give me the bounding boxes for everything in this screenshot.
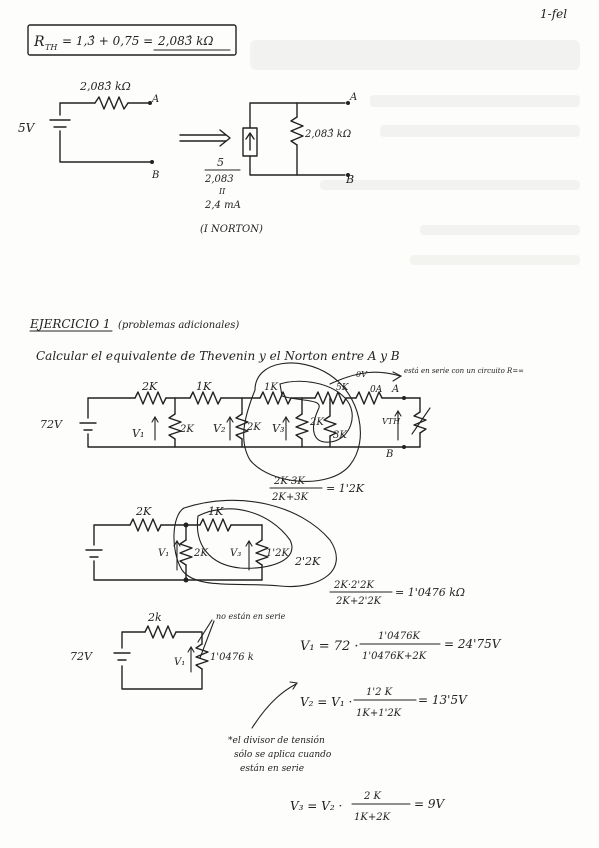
note-pointer: [251, 683, 297, 729]
c3-v1-label: V₁: [174, 657, 185, 668]
r2-label: 1K: [196, 380, 212, 393]
calc1-den: 2K+3K: [271, 492, 309, 503]
eq1-lhs: V₁ = 72 ·: [300, 639, 359, 654]
eq3-result: = 9V: [414, 797, 446, 811]
c2-r22-label: 2'2K: [294, 555, 321, 568]
r4-label: 2K: [246, 422, 261, 433]
thevenin-box-sub: TH: [45, 43, 58, 52]
c2-r4-label: 1'2K: [266, 548, 289, 559]
thevenin-box-expr: = 1,3̂ + 0,75 =: [62, 34, 153, 48]
equation-v1: V₁ = 72 · 1'0476K 1'0476K+2K = 24'75V: [300, 631, 502, 662]
eq1-num: 1'0476K: [378, 631, 421, 642]
thevenin-box-lhs: R: [33, 34, 45, 50]
equation-v2: V₂ = V₁ · 1'2 K 1K+1'2K = 13'5V: [300, 687, 468, 719]
norton-calc-result: 2,4 mA: [204, 200, 241, 211]
calc2-num: 2K·2'2K: [333, 580, 374, 591]
norton-calc-den: 2,083: [204, 174, 234, 185]
c2-v3-label: V₃: [230, 548, 241, 559]
r3-label: 1K: [264, 382, 278, 393]
r6-label: 3K: [333, 430, 347, 441]
r1-label: 2K: [141, 380, 158, 393]
calc1-result: = 1'2K: [326, 482, 365, 495]
norton-calc-eq: II: [218, 187, 226, 196]
note-pointer-head: [289, 681, 298, 690]
divider-note-line-1: *el divisor de tensión: [228, 735, 325, 746]
divider-note-line-3: están en serie: [240, 763, 304, 774]
v3-label: V₃: [272, 422, 284, 435]
thevenin-source-label: 5V: [18, 121, 36, 135]
parallel-calc-2: 2K·2'2K 2K+2'2K = 1'0476 kΩ: [329, 580, 465, 607]
norton-calc-label: (I NORTON): [200, 224, 263, 235]
divider-note-line-2: sólo se aplica cuando: [234, 749, 332, 760]
eq3-num: 2 K: [363, 791, 382, 802]
c3-source-label: 72V: [70, 650, 93, 663]
term-b-label: B: [385, 449, 393, 460]
not-series-note: no están en serie: [216, 612, 286, 621]
r-series-label: 5K: [336, 383, 350, 393]
c2-r1-label: 2K: [135, 505, 152, 518]
r5-label: 2K: [309, 417, 324, 428]
zero-volt-label: 0V: [356, 370, 368, 379]
eq2-lhs: V₂ = V₁ ·: [300, 695, 352, 709]
exercise-title: EJERCICIO 1: [29, 317, 111, 331]
source-72v-label: 72V: [40, 418, 63, 431]
reduced-circuit-2: 2K 1K 2K 1'2K 2'2K V₁ V₃: [85, 499, 337, 588]
eq2-num: 1'2 K: [366, 687, 393, 698]
thevenin-box-result: 2,083̂ kΩ: [157, 34, 213, 48]
thevenin-box-frame: [27, 24, 237, 56]
thevenin-term-a: A: [151, 94, 159, 105]
divider-circuit-3: 72V 2k 1'0476 k V₁ no están en serie: [70, 611, 286, 690]
exercise-subtitle: (problemas adicionales): [118, 320, 239, 331]
r-parallel-label: 2K: [179, 424, 194, 435]
eq2-result: = 13'5V: [418, 693, 468, 707]
main-circuit: 72V 2K 1K 1K 2K 2K 2K 3K 5K V₁ V₂ V₃ VTH…: [40, 362, 524, 482]
v1-label: V₁: [132, 427, 144, 440]
c2-v1-label: V₁: [158, 548, 169, 559]
eq2-den: 1K+1'2K: [356, 708, 402, 719]
v2-label: V₂: [213, 422, 225, 435]
bleed-through: [250, 40, 580, 265]
norton-term-b: B: [345, 173, 354, 186]
norton-current-calc: 5 2,083 II 2,4 mA (I NORTON): [200, 156, 263, 235]
c3-r2-label: 1'0476 k: [210, 652, 254, 663]
norton-equivalent-circuit: 2,083̂ kΩ A B: [242, 92, 357, 186]
calc1-num: 2K·3K: [273, 476, 305, 487]
norton-term-a: A: [349, 92, 357, 103]
thevenin-equivalent-circuit: 2,083̂ kΩ 5V A B: [18, 80, 159, 181]
eq1-den: 1'0476K+2K: [362, 651, 427, 662]
norton-calc-num: 5: [217, 156, 224, 169]
eq3-den: 1K+2K: [354, 812, 391, 823]
calc2-result: = 1'0476 kΩ: [395, 586, 465, 599]
vth-label: VTH: [382, 417, 401, 426]
infinite-resistance-note: está en serie con un circuito R=∞: [404, 367, 524, 375]
zero-amp-label: 0A: [370, 385, 383, 395]
norton-resistor-label: 2,083̂ kΩ: [304, 129, 351, 140]
exercise-statement: Calcular el equivalente de Thevenin y el…: [36, 349, 400, 363]
eq1-result: = 24'75V: [444, 637, 502, 651]
thevenin-term-b: B: [151, 170, 159, 181]
c2-r2-label: 2K: [193, 548, 208, 559]
term-a-label: A: [391, 384, 399, 395]
conversion-arrow: [179, 129, 231, 147]
page-number: 1-fel: [540, 7, 567, 21]
calc2-den: 2K+2'2K: [335, 596, 382, 607]
eq3-lhs: V₃ = V₂ ·: [290, 799, 342, 813]
c3-r1-label: 2k: [147, 611, 162, 624]
c2-r3-label: 1K: [208, 505, 224, 518]
thevenin-resistor-label: 2,083̂ kΩ: [79, 80, 131, 93]
parallel-calc-1: 2K·3K 2K+3K = 1'2K: [269, 476, 365, 503]
equation-v3: V₃ = V₂ · 2 K 1K+2K = 9V: [290, 791, 446, 823]
